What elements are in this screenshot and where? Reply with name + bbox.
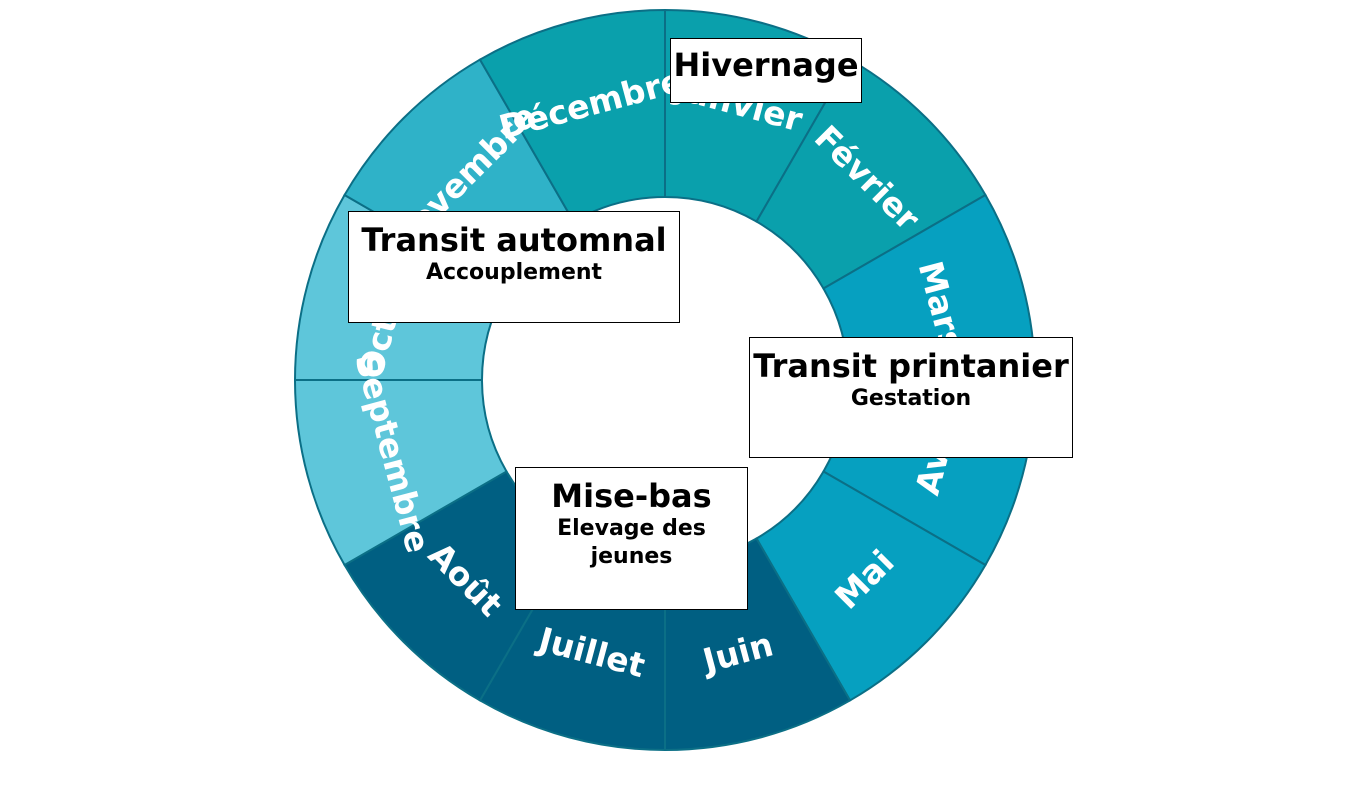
- month-segment-decembre: [478, 8, 666, 223]
- phase-title-transit-printanier: Transit printanier: [753, 347, 1069, 385]
- phase-subtitle-elevage-line2: jeunes: [590, 544, 673, 570]
- phase-subtitle-accouplement: Accouplement: [425, 259, 603, 285]
- phase-subtitle-gestation: Gestation: [850, 385, 972, 411]
- phase-title-mise-bas: Mise-bas: [551, 477, 712, 515]
- phase-transit-printanier: Transit printanier Gestation: [749, 337, 1073, 458]
- phase-title-transit-automnal: Transit automnal: [361, 221, 667, 259]
- phase-hivernage: Hivernage: [670, 38, 862, 103]
- phase-title-hivernage: Hivernage: [673, 46, 859, 84]
- phase-transit-automnal: Transit automnal Accouplement: [348, 211, 680, 323]
- phase-mise-bas: Mise-bas Elevage des jeunes: [515, 467, 748, 610]
- phase-subtitle-elevage-line1: Elevage des: [557, 515, 706, 541]
